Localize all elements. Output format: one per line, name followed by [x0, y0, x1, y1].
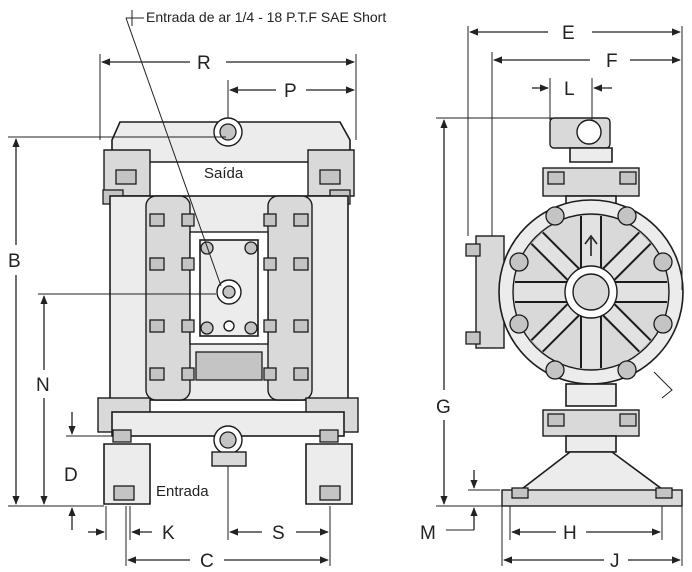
front-dimension-lines: [8, 10, 357, 566]
dim-label-e: E: [562, 23, 575, 44]
dim-label-b: B: [8, 251, 21, 272]
outlet-label: Saída: [204, 165, 244, 182]
inlet-label: Entrada: [156, 483, 209, 500]
dim-label-m: M: [420, 523, 436, 544]
dim-label-p: P: [284, 81, 297, 102]
dim-label-k: K: [162, 523, 175, 544]
side-dimension-lines: [436, 26, 683, 566]
dim-label-n: N: [36, 375, 50, 396]
side-view-pump: [465, 117, 684, 507]
dim-label-d: D: [64, 465, 78, 486]
dim-label-c: C: [200, 551, 214, 567]
dim-label-j: J: [610, 551, 620, 567]
dim-label-g: G: [436, 397, 451, 418]
side-bolts: [509, 206, 673, 380]
dim-label-f: F: [606, 51, 618, 72]
dim-label-h: H: [563, 523, 577, 544]
dim-label-s: S: [272, 523, 285, 544]
air-inlet-note: Entrada de ar 1/4 - 18 P.T.F SAE Short: [146, 9, 386, 25]
dim-label-r: R: [197, 53, 211, 74]
front-view-pump: [97, 117, 359, 505]
dim-label-l: L: [564, 79, 575, 100]
